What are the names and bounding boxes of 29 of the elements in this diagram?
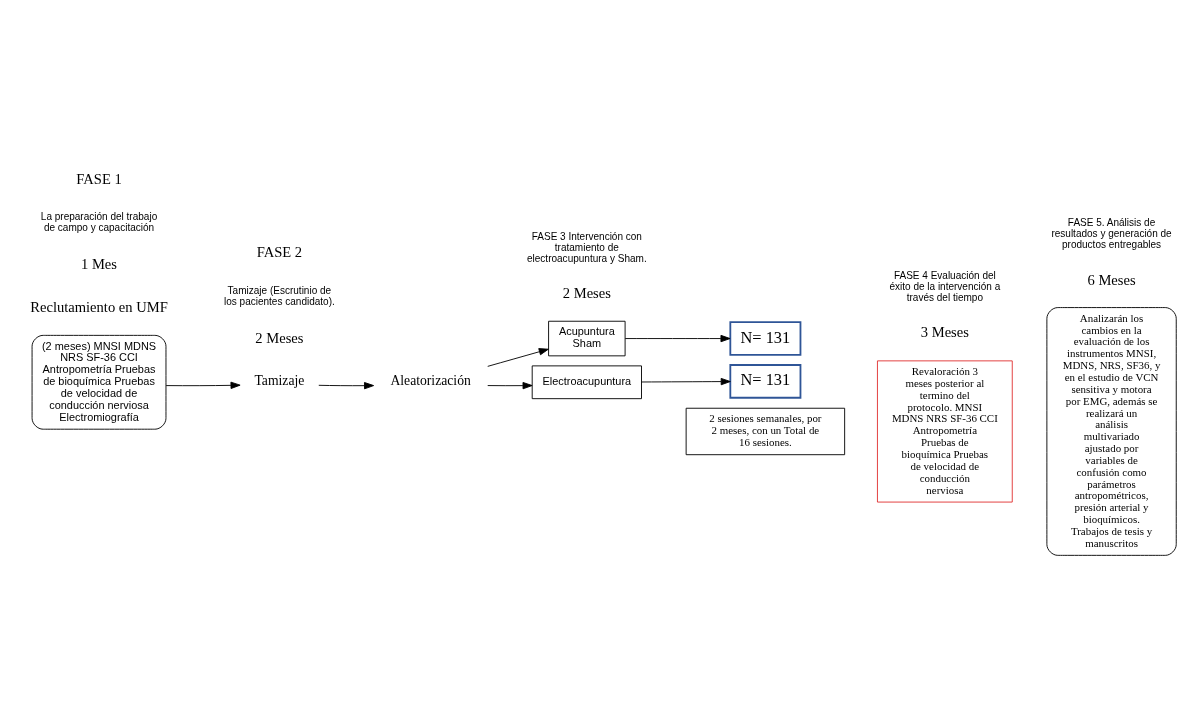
label: FASE 4 Evaluación del éxito de la intervención a través del tiempo	[889, 269, 1001, 303]
label: 1 Mes	[81, 255, 118, 272]
node-text: Tamizaje	[254, 372, 305, 388]
label: 2 Meses	[255, 329, 304, 346]
label: FASE 3 Intervención con tratamiento de electroacupuntura y Sham.	[526, 230, 647, 264]
arrow	[641, 377, 731, 385]
node-box: Acupuntura Sham	[548, 320, 626, 356]
label: FASE 1	[76, 170, 122, 186]
node-box: 2 sesiones semanales, por 2 meses, con un Total de 16 sesiones.	[685, 407, 846, 455]
label: FASE 2	[256, 243, 303, 260]
node-box: N= 131	[729, 363, 802, 399]
node-box: Revaloración 3 meses posterior al termino del protocolo. MNSI MDNS NRS SF-36 CCI Antropometría Pruebas de bioquímica Pruebas de velocidad de conducción nerviosa	[877, 359, 1013, 503]
label: 2 Meses	[562, 284, 611, 301]
label: 6 Meses	[1087, 271, 1136, 288]
node-box: Analizarán los cambios en la evaluación de los instrumentos MNSI, MDNS, NRS, SF36, y en el estudio de VCN sensitiva y motora por EMG, además se realizará un análisis multivariado ajustado por variables de confusión como parámetros antropométricos, presión arterial y bioquímicos. Trabajos de tesis y manuscritos	[1046, 306, 1177, 556]
node-text: Aleatorización	[390, 372, 471, 388]
arrow	[487, 347, 549, 367]
label: FASE 5. Análisis de resultados y generación de productos entregables	[1051, 216, 1172, 250]
node-box: N= 131	[729, 320, 802, 356]
label: Tamizaje (Escrutinio de los pacientes candidato).	[223, 284, 335, 307]
label: 3 Meses	[920, 323, 969, 340]
arrow	[165, 381, 241, 389]
arrow	[487, 381, 533, 389]
label: Reclutamiento en UMF	[30, 298, 168, 315]
node-box: Electroacupuntura	[531, 364, 642, 399]
arrow	[624, 334, 731, 342]
label: La preparación del trabajo de campo y capacitación	[40, 210, 158, 233]
node-box: (2 meses) MNSI MDNS NRS SF-36 CCI Antropometría Pruebas de bioquímica Pruebas de velocidad de conducción nerviosa Electromiografía	[31, 334, 167, 430]
arrow	[318, 381, 375, 389]
